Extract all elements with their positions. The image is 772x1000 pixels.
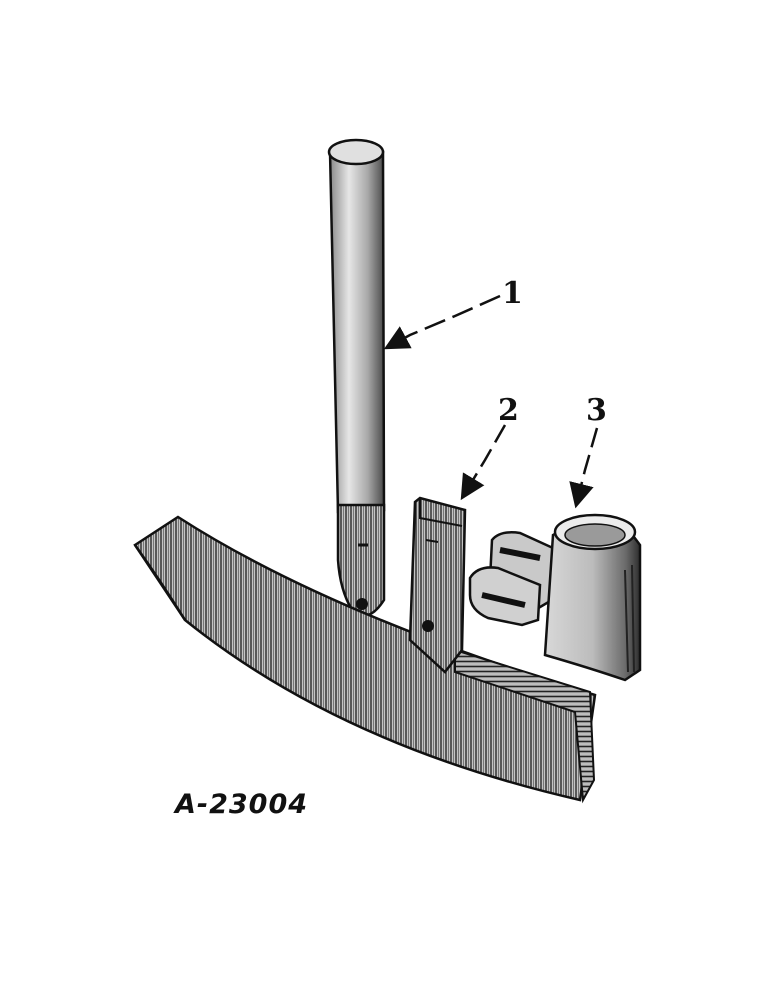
callout-1: 1	[502, 276, 523, 311]
callout-3: 3	[586, 393, 607, 428]
figure-code: A-23004	[173, 789, 308, 820]
bolt-hole-icon	[422, 620, 434, 632]
curved-base-plate	[133, 515, 597, 804]
clip-pieces	[468, 531, 555, 627]
leader-line-2	[460, 424, 507, 501]
leader-line-1	[383, 294, 501, 350]
callout-2: 2	[498, 393, 519, 428]
part-2-bracket	[408, 496, 467, 674]
part-3-sleeve	[543, 513, 642, 682]
bolt-hole-icon	[356, 598, 368, 610]
part-1-rod	[327, 138, 386, 617]
leader-line-3	[569, 427, 599, 509]
